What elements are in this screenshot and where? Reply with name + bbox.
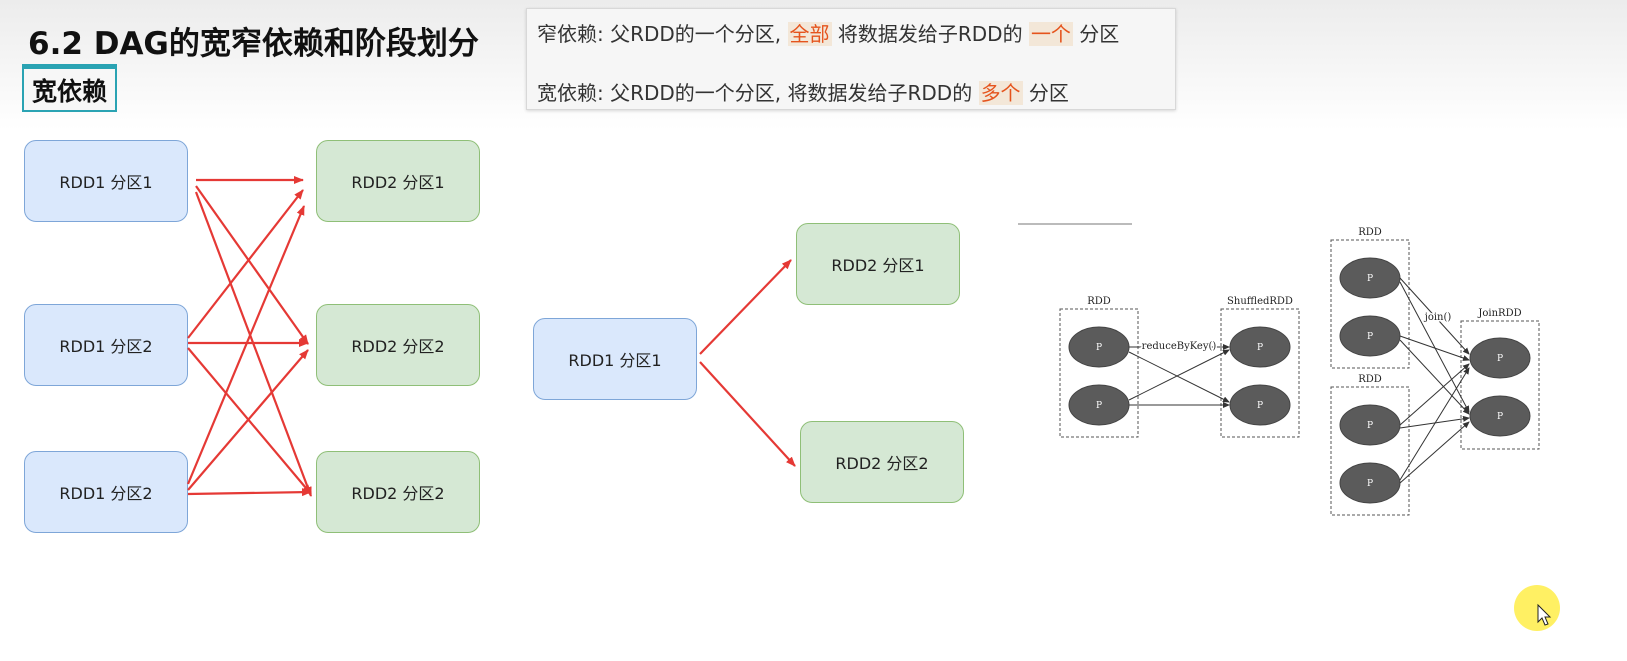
- join-op-label: join(): [1424, 312, 1452, 323]
- left-parent-node-1: RDD1 分区1: [24, 140, 188, 222]
- left-parent-node-2: RDD1 分区2: [24, 304, 188, 386]
- join-rdd-top-label: RDD: [1358, 227, 1382, 238]
- reduce-op-label: reduceByKey(): [1142, 341, 1217, 352]
- join-rdd-bottom-container: [1330, 386, 1410, 516]
- p-label: P: [1367, 332, 1373, 342]
- p-label: P: [1497, 412, 1503, 422]
- middle-child-node-1: RDD2 分区1: [796, 223, 960, 305]
- shuffled-partition-1: [1229, 326, 1291, 368]
- arrow-mid-c2: [699, 361, 796, 467]
- narrow-def-middle: 将数据发给子RDD的: [831, 22, 1029, 46]
- wide-definition: 宽依赖: 父RDD的一个分区, 将数据发给子RDD的 多个 分区: [537, 77, 1069, 106]
- rdd-label: RDD: [1087, 296, 1111, 307]
- left-child-node-2: RDD2 分区2: [316, 304, 480, 386]
- definition-box: 窄依赖: 父RDD的一个分区, 全部 将数据发给子RDD的 一个 分区 宽依赖:…: [526, 8, 1176, 110]
- wide-def-highlight-many: 多个: [978, 81, 1023, 105]
- narrow-def-prefix: 窄依赖: 父RDD的一个分区,: [537, 22, 788, 46]
- wide-def-suffix: 分区: [1022, 81, 1069, 105]
- join-rdd-top-container: [1330, 239, 1410, 369]
- shuffled-partition-2: [1229, 384, 1291, 426]
- narrow-definition: 窄依赖: 父RDD的一个分区, 全部 将数据发给子RDD的 一个 分区: [537, 18, 1119, 47]
- join-result-label: JoinRDD: [1477, 308, 1521, 319]
- p-label: P: [1367, 274, 1373, 284]
- p-label: P: [1367, 479, 1373, 489]
- left-child-node-1: RDD2 分区1: [316, 140, 480, 222]
- join-rdd-bottom-label: RDD: [1358, 374, 1382, 385]
- shuffled-rdd-label: ShuffledRDD: [1227, 296, 1293, 307]
- narrow-def-suffix: 分区: [1072, 22, 1120, 46]
- page-title: 6.2 DAG的宽窄依赖和阶段划分: [28, 26, 479, 62]
- arrow-p3-c1: [186, 205, 306, 485]
- join-result-container: [1460, 320, 1540, 450]
- join-result-partition-1: [1469, 337, 1531, 379]
- narrow-def-highlight-one: 一个: [1028, 22, 1073, 46]
- arrow-p3-c3: [187, 488, 312, 497]
- left-parent-node-3: RDD1 分区2: [24, 451, 188, 533]
- p-label: P: [1257, 343, 1263, 353]
- middle-child-node-2: RDD2 分区2: [800, 421, 964, 503]
- p-label: P: [1096, 401, 1102, 411]
- rdd-container: [1059, 308, 1139, 438]
- cursor-highlight: [1514, 585, 1560, 631]
- p-label: P: [1497, 354, 1503, 364]
- arrow-mid-c1: [699, 259, 792, 355]
- shuffled-rdd-container: [1220, 308, 1300, 438]
- wide-def-prefix: 宽依赖: 父RDD的一个分区, 将数据发给子RDD的: [537, 81, 979, 105]
- p-label: P: [1367, 421, 1373, 431]
- spark-shuffle-arrows: [1128, 277, 1470, 484]
- left-dependency-arrows: [186, 176, 313, 497]
- section-tag: 宽依赖: [22, 64, 118, 112]
- narrow-def-highlight-all: 全部: [787, 22, 832, 46]
- p-label: P: [1257, 401, 1263, 411]
- arrow-p3-c2: [187, 349, 309, 491]
- arrow-p2-c3: [187, 347, 312, 495]
- arrow-p2-c1: [187, 189, 304, 339]
- p-label: P: [1096, 343, 1102, 353]
- arrow-p1-c2: [195, 185, 309, 345]
- middle-dependency-arrows: [699, 259, 796, 467]
- left-child-node-3: RDD2 分区2: [316, 451, 480, 533]
- middle-parent-node: RDD1 分区1: [533, 318, 697, 400]
- join-result-partition-2: [1469, 395, 1531, 437]
